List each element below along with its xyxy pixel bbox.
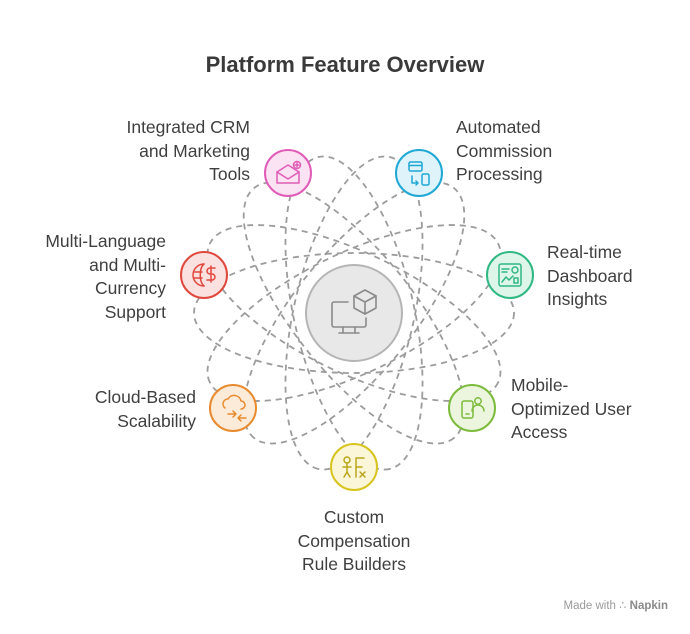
rule-builder-icon [342,456,366,478]
node-language [180,251,228,299]
page-title: Platform Feature Overview [205,52,485,77]
label-dashboard: Real-time Dashboard Insights [547,242,633,309]
orbit-ellipse [284,155,424,471]
napkin-logo-icon: ∴ [619,600,627,612]
label-crm: Integrated CRM and Marketing Tools [126,117,250,184]
globe-currency-icon [192,263,216,287]
orbit-ellipse [284,155,424,471]
label-cloud: Cloud-Based Scalability [94,387,196,431]
center-node [305,264,403,362]
cloud-scale-icon [222,394,247,422]
label-rules: Custom Compensation Rule Builders [297,507,411,574]
orbit-ellipse [206,224,502,402]
node-crm [264,149,312,197]
credit-footer: Made with ∴ Napkin [563,600,669,612]
orbit-ellipse [242,181,466,445]
orbit-ellipse [242,181,466,445]
orbit-ellipses [193,155,515,471]
orbit-ellipse [206,224,502,402]
mobile-user-icon [461,397,485,419]
node-mobile [448,384,496,432]
node-commission [395,149,443,197]
node-rules [330,443,378,491]
payment-transfer-icon [408,161,430,186]
mail-people-icon [276,160,302,184]
label-commission: Automated Commission Processing [456,117,553,184]
label-mobile: Mobile- Optimized User Access [511,375,632,442]
node-dashboard [486,251,534,299]
orbit-ellipse [193,252,515,374]
dashboard-chart-icon [498,263,522,287]
node-cloud [209,384,257,432]
computer-box-icon [331,289,377,334]
label-language: Multi-Language and Multi- Currency Suppo… [45,231,166,322]
